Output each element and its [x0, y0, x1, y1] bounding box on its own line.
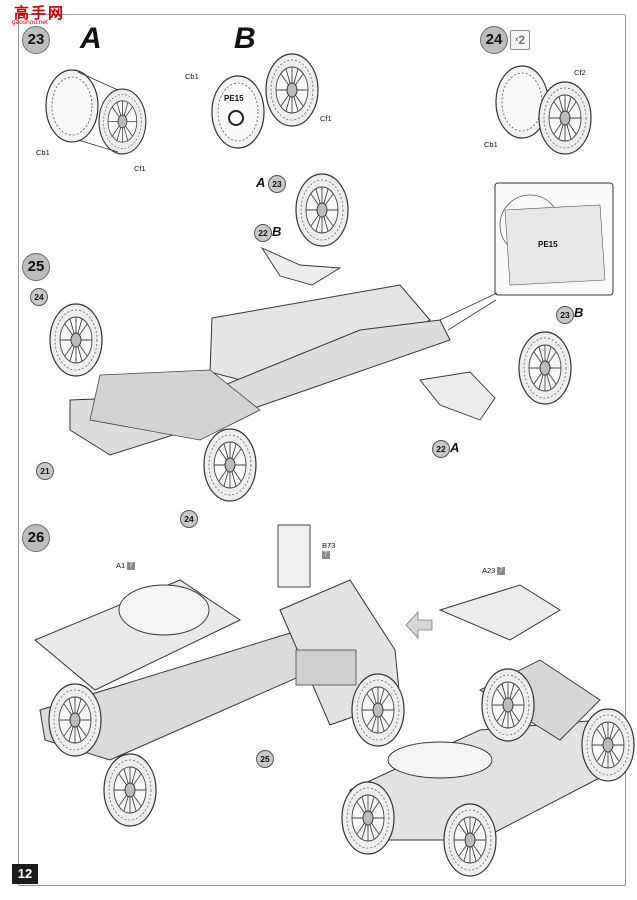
step26-a23-color-chip: 7 [497, 567, 505, 576]
step23-number: 23 [22, 26, 50, 54]
step25-fender-22a-letter: A [450, 440, 460, 455]
step23-a-cf1-label: Cf1 [134, 164, 146, 173]
step24-number: 24 [480, 26, 508, 54]
watermark-text: 高手网 [14, 5, 66, 22]
page-frame [18, 14, 626, 886]
step23-variant-b: B [234, 22, 256, 55]
step24-multiplier-prefix: x [514, 37, 519, 43]
page-number: 12 [12, 864, 38, 884]
step26-left-art [34, 524, 405, 827]
step26-number: 26 [22, 524, 50, 552]
step23-b-art [211, 53, 319, 149]
step26-a23-code: A23 [482, 566, 496, 575]
step26-b73-color-chip: 7 [322, 551, 330, 560]
step23-b-cb1-label: Cb1 [185, 72, 199, 81]
step25-wheel-a23-ref: 23 [268, 175, 286, 193]
step23-variant-a: A [80, 22, 102, 55]
step24-art [495, 65, 592, 155]
step25-fender-22b-letter: B [272, 224, 282, 239]
step25-wheel-24-top-ref: 24 [30, 288, 48, 306]
step23-b-pe15-label: PE15 [224, 94, 244, 103]
step25-fender-22a-ref: 22 [432, 440, 450, 458]
step25-wheel-23b-ref: 23 [556, 306, 574, 324]
step24-multiplier: x2 [510, 30, 530, 50]
step25-detail-pe15-label: PE15 [538, 240, 558, 249]
step25-wheel-24-bottom-ref: 24 [180, 510, 198, 528]
step24-cb1-label: Cb1 [484, 140, 498, 149]
step24-cf2-label: Cf2 [574, 68, 586, 77]
step25-number: 25 [22, 253, 50, 281]
step26-a1-code: A1 [116, 561, 126, 570]
watermark: 高手网 gaoshou.net [6, 2, 68, 28]
step23-b-cf1-label: Cf1 [320, 114, 332, 123]
step26-a1-color-chip: 7 [127, 562, 135, 571]
step25-fender-22b-ref: 22 [254, 224, 272, 242]
step25-chassis-21-ref: 21 [36, 462, 54, 480]
step25-wheel-a23-letter: A [256, 175, 266, 190]
watermark-url: gaoshou.net [12, 19, 48, 26]
step24-multiplier-value: 2 [518, 33, 526, 47]
step23-a-cb1-label: Cb1 [36, 148, 50, 157]
step26-right-art [341, 584, 635, 877]
step25-wheel-23b-letter: B [574, 305, 584, 320]
step25-art [49, 173, 614, 502]
step26-ref-25: 25 [256, 750, 274, 768]
step23-a-art [45, 69, 147, 155]
step26-b73-code: B73 [322, 541, 336, 550]
